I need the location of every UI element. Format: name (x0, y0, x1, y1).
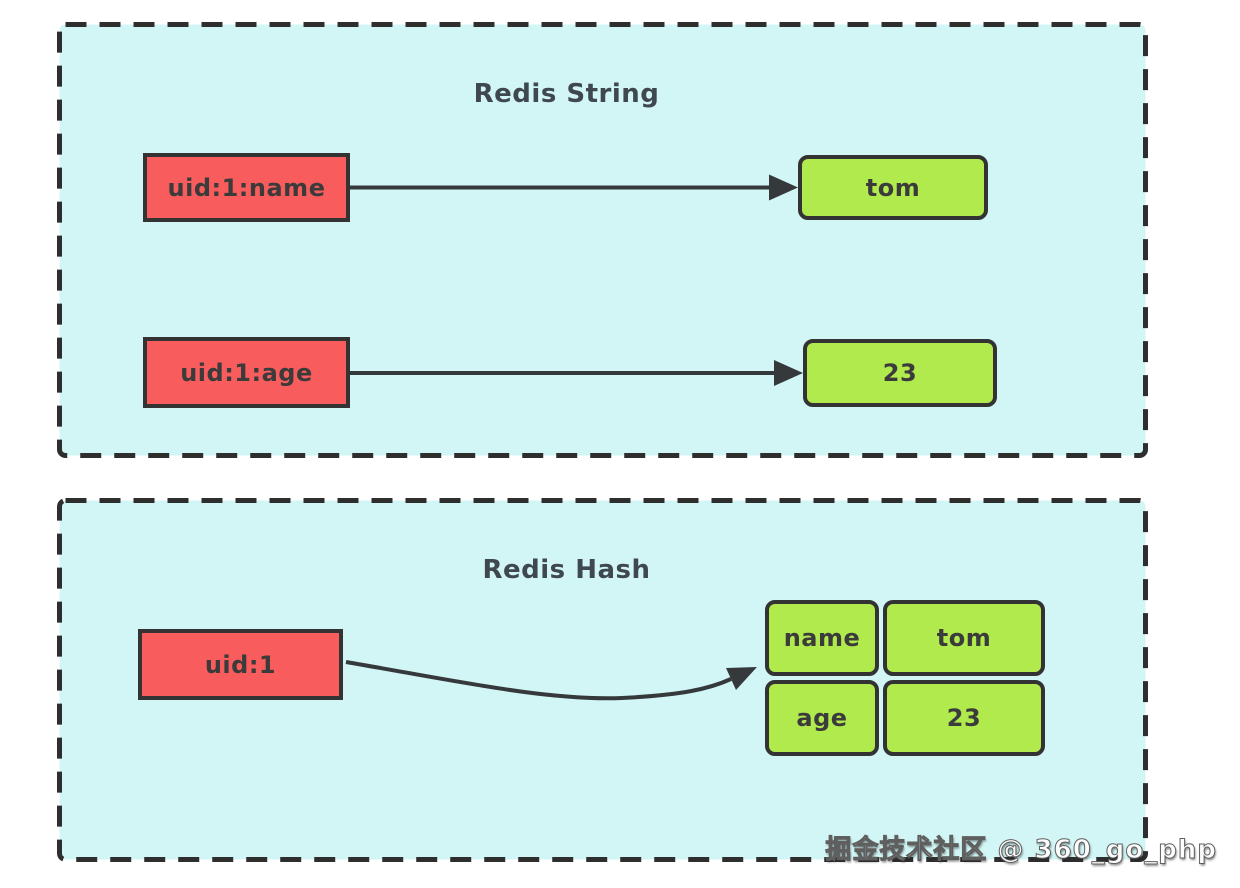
redis-string-panel: Redis String uid:1:name tom uid:1:age 23 (57, 22, 1148, 458)
arrow-curve (345, 660, 732, 701)
string-panel-title: Redis String (473, 79, 660, 109)
arrowhead-icon (769, 174, 798, 201)
arrow-uid-1-age-to-23 (350, 360, 803, 386)
redis-hash-panel: Redis Hash uid:1 name tom age 23 (57, 498, 1148, 862)
value-box-23: 23 (803, 339, 997, 407)
hash-value-tom-cell: tom (883, 600, 1045, 676)
value-box-tom: tom (798, 155, 988, 220)
hash-field-name-cell: name (765, 600, 879, 676)
key-box-uid-1-name: uid:1:name (143, 153, 350, 222)
arrowhead-icon (726, 667, 757, 690)
hash-value-23-cell: 23 (883, 680, 1045, 756)
arrow-uid-1-to-hash-table (345, 660, 757, 701)
arrow-uid-1-name-to-tom (350, 174, 798, 201)
hash-field-age-cell: age (765, 680, 879, 756)
hash-panel-title: Redis Hash (482, 555, 651, 585)
watermark-text: 掘金技术社区 @ 360_go_php (825, 835, 1217, 865)
key-box-uid-1: uid:1 (138, 629, 343, 700)
key-box-uid-1-age: uid:1:age (143, 337, 350, 408)
arrowhead-icon (774, 360, 803, 386)
